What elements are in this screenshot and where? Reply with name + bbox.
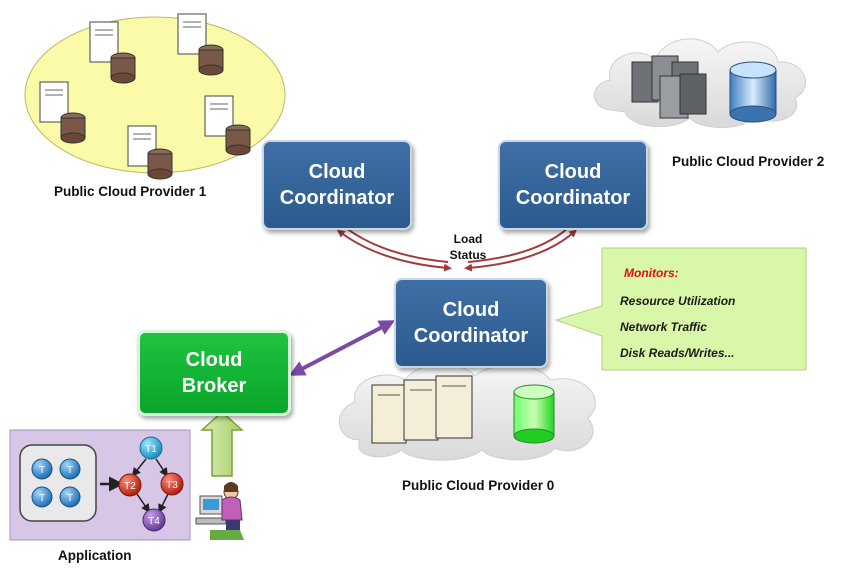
monitor-item: Resource Utilization — [620, 294, 736, 308]
svg-text:T: T — [39, 493, 45, 504]
user-request-arrow — [200, 410, 244, 477]
provider0-label: Public Cloud Provider 0 — [402, 478, 555, 493]
svg-text:T2: T2 — [124, 481, 136, 492]
svg-text:T: T — [39, 465, 45, 476]
cloud-coordinator-center-label: Cloud Coordinator — [413, 299, 529, 347]
cloud-coordinator-center: Cloud Coordinator — [394, 278, 548, 368]
server-icon — [204, 95, 251, 156]
task-node: T — [31, 458, 53, 480]
cloud-coordinator-right: Cloud Coordinator — [498, 140, 648, 230]
task-node: T — [59, 458, 81, 480]
server-rack-icon — [631, 55, 707, 119]
task-grid: T T T T — [31, 458, 81, 508]
cloud-broker-label: Cloud Broker — [181, 349, 247, 397]
svg-text:T4: T4 — [148, 516, 160, 527]
database-icon — [513, 384, 555, 444]
monitors-title: Monitors: — [624, 266, 679, 280]
cloud-coordinator-left: Cloud Coordinator — [262, 140, 412, 230]
server-icon — [127, 125, 173, 180]
svg-text:T3: T3 — [166, 480, 178, 491]
cloud-coordinator-right-label: Cloud Coordinator — [515, 161, 631, 209]
task-node-t1: T1 — [139, 436, 163, 460]
database-icon — [729, 61, 777, 123]
task-graph: T1 T2 T3 T4 — [118, 436, 184, 532]
server-icon — [177, 13, 224, 76]
load-status-arrow-right — [464, 227, 578, 272]
server-icon — [39, 81, 86, 144]
load-status-label: Load Status — [449, 232, 487, 262]
task-node: T — [59, 486, 81, 508]
cloud-broker: Cloud Broker — [137, 330, 291, 416]
svg-text:T: T — [67, 493, 73, 504]
task-node-t3: T3 — [160, 472, 184, 496]
server-icon — [89, 21, 136, 84]
load-status-arrow-left — [336, 227, 452, 272]
provider2-cloud — [594, 38, 806, 128]
provider1-label: Public Cloud Provider 1 — [54, 184, 207, 199]
provider2-label: Public Cloud Provider 2 — [672, 154, 825, 169]
server-icon — [371, 375, 473, 444]
cloud-coordinator-left-label: Cloud Coordinator — [279, 161, 395, 209]
svg-text:T: T — [67, 465, 73, 476]
task-node-t2: T2 — [118, 473, 142, 497]
broker-coordinator-arrow — [288, 320, 396, 376]
monitor-item: Disk Reads/Writes... — [620, 346, 735, 360]
monitor-item: Network Traffic — [620, 320, 707, 334]
provider0-cloud — [338, 364, 596, 461]
task-node: T — [31, 486, 53, 508]
user-icon — [195, 482, 244, 540]
svg-text:T1: T1 — [145, 444, 157, 455]
application-label: Application — [58, 548, 132, 563]
task-node-t4: T4 — [142, 508, 166, 532]
provider1-cluster — [24, 13, 286, 180]
monitors-callout — [554, 247, 807, 371]
